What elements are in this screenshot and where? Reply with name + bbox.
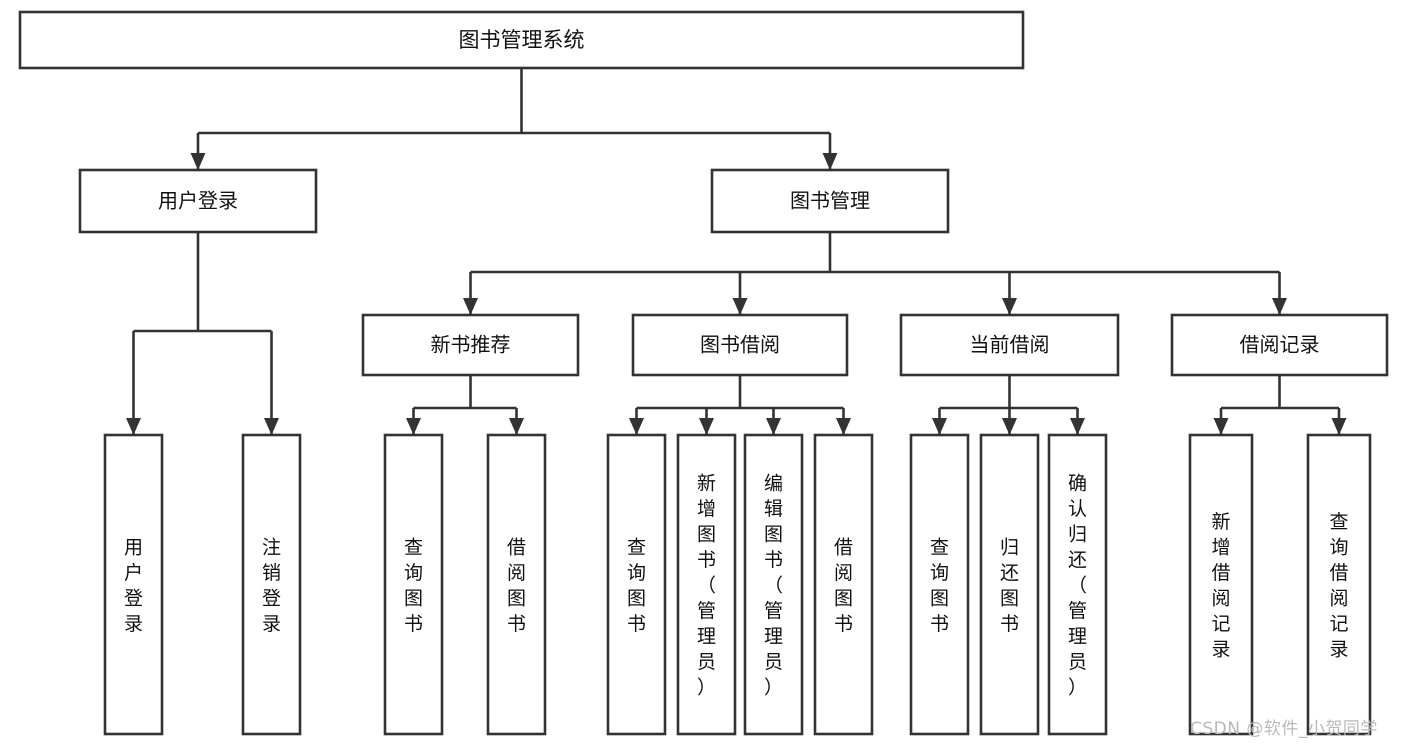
node-level3-2[interactable]: 当前借阅 bbox=[899, 313, 1120, 377]
node-level3-3-label: 借阅记录 bbox=[1240, 333, 1320, 357]
node-leaf-book_borrow-1-rect bbox=[676, 433, 737, 736]
node-level3-3[interactable]: 借阅记录 bbox=[1170, 313, 1389, 377]
node-level3-3-rect bbox=[1170, 313, 1389, 377]
node-level2-0-label: 用户登录 bbox=[158, 189, 238, 213]
node-leaf-new_book_recommend-1[interactable]: 借阅图书 bbox=[486, 433, 547, 736]
node-leaf-user_login-1[interactable]: 注销登录 bbox=[241, 433, 302, 736]
arrow-head-icon bbox=[126, 418, 141, 435]
node-leaf-book_borrow-2-label: 编辑图书（管理员） bbox=[764, 473, 783, 699]
node-root-book-management-system[interactable]: 图书管理系统 bbox=[18, 10, 1025, 70]
node-level2-1[interactable]: 图书管理 bbox=[710, 168, 950, 234]
node-leaf-borrow_record-1-rect bbox=[1306, 433, 1372, 736]
arrow-head-icon bbox=[932, 418, 947, 435]
node-leaf-user_login-0-label: 用户登录 bbox=[124, 536, 143, 635]
arrow-head-icon bbox=[1002, 418, 1017, 435]
node-leaf-current_borrow-1[interactable]: 归还图书 bbox=[979, 433, 1040, 736]
node-level3-1-rect bbox=[631, 313, 849, 377]
node-leaf-book_borrow-0-label: 查询图书 bbox=[627, 536, 646, 635]
node-leaf-book_borrow-1-label: 新增图书（管理员） bbox=[697, 473, 716, 699]
node-root-book-management-system-label: 图书管理系统 bbox=[459, 28, 585, 52]
arrow-head-icon bbox=[629, 418, 644, 435]
node-leaf-book_borrow-3-label: 借阅图书 bbox=[834, 536, 853, 635]
node-level3-2-label: 当前借阅 bbox=[970, 333, 1050, 357]
node-leaf-book_borrow-0-rect bbox=[606, 433, 667, 736]
node-leaf-user_login-1-rect bbox=[241, 433, 302, 736]
node-level2-0-rect bbox=[78, 168, 318, 234]
node-leaf-new_book_recommend-0[interactable]: 查询图书 bbox=[383, 433, 444, 736]
arrow-head-icon bbox=[264, 418, 279, 435]
arrow-head-icon bbox=[1070, 418, 1085, 435]
node-level2-1-rect bbox=[710, 168, 950, 234]
node-level3-0-rect bbox=[361, 313, 580, 377]
node-leaf-current_borrow-0[interactable]: 查询图书 bbox=[909, 433, 970, 736]
node-leaf-book_borrow-1[interactable]: 新增图书（管理员） bbox=[676, 433, 737, 736]
node-leaf-book_borrow-3-rect bbox=[813, 433, 874, 736]
arrow-head-icon bbox=[509, 418, 524, 435]
node-level3-0[interactable]: 新书推荐 bbox=[361, 313, 580, 377]
node-level2-1-label: 图书管理 bbox=[790, 189, 870, 213]
node-leaf-book_borrow-3[interactable]: 借阅图书 bbox=[813, 433, 874, 736]
node-leaf-book_borrow-0[interactable]: 查询图书 bbox=[606, 433, 667, 736]
node-leaf-new_book_recommend-1-rect bbox=[486, 433, 547, 736]
node-leaf-current_borrow-2[interactable]: 确认归还（管理员） bbox=[1047, 433, 1108, 736]
node-leaf-current_borrow-1-rect bbox=[979, 433, 1040, 736]
node-leaf-new_book_recommend-0-rect bbox=[383, 433, 444, 736]
node-level3-1[interactable]: 图书借阅 bbox=[631, 313, 849, 377]
node-leaf-borrow_record-0[interactable]: 新增借阅记录 bbox=[1188, 433, 1254, 736]
node-leaf-book_borrow-2-rect bbox=[743, 433, 804, 736]
arrow-head-icon bbox=[406, 418, 421, 435]
watermark-label: CSDN @软件_小贺同学 bbox=[1190, 719, 1378, 739]
node-leaf-current_borrow-0-rect bbox=[909, 433, 970, 736]
arrow-head-icon bbox=[699, 418, 714, 435]
node-leaf-borrow_record-0-label: 新增借阅记录 bbox=[1211, 511, 1230, 661]
node-level2-0[interactable]: 用户登录 bbox=[78, 168, 318, 234]
node-leaf-user_login-0-rect bbox=[103, 433, 164, 736]
arrow-head-icon bbox=[822, 153, 838, 170]
node-level3-2-rect bbox=[899, 313, 1120, 377]
arrow-head-icon bbox=[1002, 298, 1017, 315]
node-level3-1-label: 图书借阅 bbox=[700, 333, 780, 357]
nodes-layer: 图书管理系统用户登录图书管理新书推荐图书借阅当前借阅借阅记录用户登录注销登录查询… bbox=[18, 10, 1389, 736]
node-leaf-book_borrow-2[interactable]: 编辑图书（管理员） bbox=[743, 433, 804, 736]
node-leaf-user_login-0[interactable]: 用户登录 bbox=[103, 433, 164, 736]
node-leaf-new_book_recommend-0-label: 查询图书 bbox=[404, 536, 423, 635]
node-root-book-management-system-rect bbox=[18, 10, 1025, 70]
arrow-head-icon bbox=[1272, 298, 1287, 315]
node-leaf-current_borrow-0-label: 查询图书 bbox=[930, 536, 949, 635]
node-leaf-borrow_record-1[interactable]: 查询借阅记录 bbox=[1306, 433, 1372, 736]
node-leaf-current_borrow-1-label: 归还图书 bbox=[1000, 536, 1019, 635]
node-leaf-user_login-1-label: 注销登录 bbox=[262, 536, 281, 635]
arrow-head-icon bbox=[1331, 418, 1347, 435]
arrow-head-icon bbox=[463, 298, 478, 315]
node-leaf-borrow_record-0-rect bbox=[1188, 433, 1254, 736]
arrow-head-icon bbox=[732, 298, 748, 315]
connectors-layer bbox=[126, 68, 1347, 435]
node-leaf-current_borrow-2-rect bbox=[1047, 433, 1108, 736]
arrow-head-icon bbox=[766, 418, 781, 435]
arrow-head-icon bbox=[836, 418, 851, 435]
node-leaf-new_book_recommend-1-label: 借阅图书 bbox=[507, 536, 526, 635]
node-level3-0-label: 新书推荐 bbox=[431, 333, 511, 357]
node-leaf-borrow_record-1-label: 查询借阅记录 bbox=[1329, 511, 1348, 661]
arrow-head-icon bbox=[190, 153, 206, 170]
arrow-head-icon bbox=[1213, 418, 1229, 435]
node-leaf-current_borrow-2-label: 确认归还（管理员） bbox=[1068, 473, 1087, 699]
